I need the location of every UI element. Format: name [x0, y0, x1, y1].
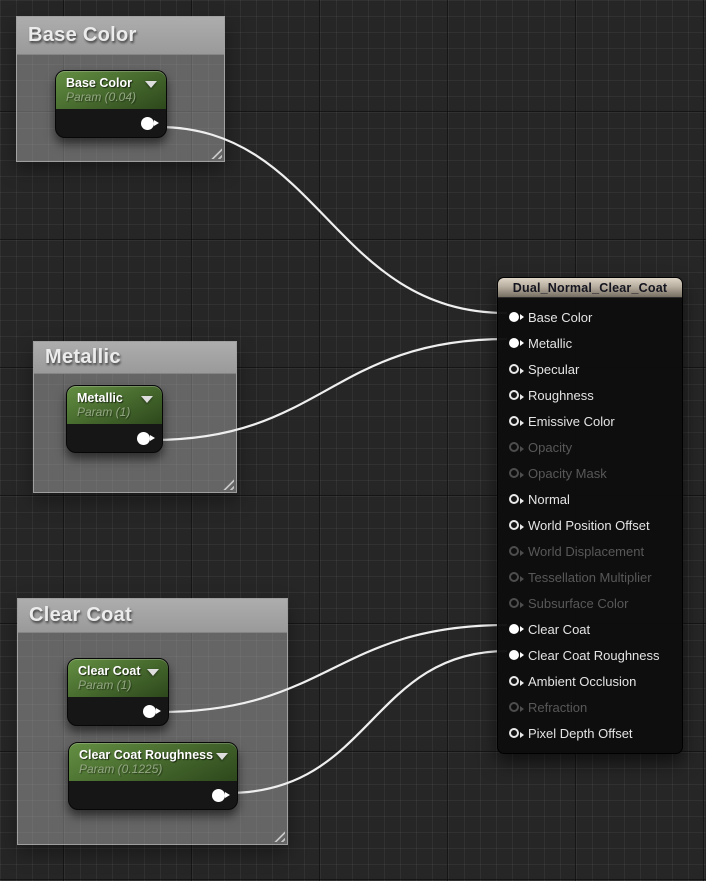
input-pin-label: Normal	[528, 491, 570, 507]
param-node-subtitle: Param (0.1225)	[79, 762, 163, 776]
input-pin-icon[interactable]	[509, 624, 524, 634]
input-pin-label: Clear Coat	[528, 621, 591, 637]
param-node-body	[69, 781, 237, 809]
param-node-subtitle: Param (1)	[77, 405, 131, 419]
input-pin-label: Opacity	[528, 439, 573, 455]
input-pin-icon[interactable]	[509, 650, 524, 660]
output-pin-icon[interactable]	[212, 789, 230, 802]
wire-clear-coat-roughness[interactable]	[227, 649, 508, 795]
input-pin-icon[interactable]	[509, 520, 524, 530]
material-input-world-position-offset[interactable]: World Position Offset	[498, 512, 682, 538]
param-node-metallic[interactable]: Metallic Param (1)	[66, 385, 163, 453]
input-pin-label: Subsurface Color	[528, 595, 629, 611]
param-node-title: Metallic	[77, 391, 123, 405]
material-input-opacity-mask[interactable]: Opacity Mask	[498, 460, 682, 486]
input-pin-label: Clear Coat Roughness	[528, 647, 660, 663]
material-input-emissive-color[interactable]: Emissive Color	[498, 408, 682, 434]
material-node-title: Dual_Normal_Clear_Coat	[512, 280, 668, 295]
comment-header[interactable]: Metallic	[34, 342, 236, 374]
input-pin-label: Tessellation Multiplier	[528, 569, 652, 585]
input-pin-icon[interactable]	[509, 728, 524, 738]
material-input-clear-coat-roughness[interactable]: Clear Coat Roughness	[498, 642, 682, 668]
material-input-subsurface-color[interactable]: Subsurface Color	[498, 590, 682, 616]
chevron-down-icon[interactable]	[145, 81, 157, 88]
material-result-node[interactable]: Dual_Normal_Clear_Coat Base Color Metall…	[497, 277, 683, 754]
input-pin-icon[interactable]	[509, 702, 524, 712]
input-pin-label: Specular	[528, 361, 580, 377]
param-node-header[interactable]: Clear Coat Param (1)	[68, 659, 168, 697]
input-pin-icon[interactable]	[509, 390, 524, 400]
material-input-opacity[interactable]: Opacity	[498, 434, 682, 460]
material-input-tessellation-multiplier[interactable]: Tessellation Multiplier	[498, 564, 682, 590]
input-pin-icon[interactable]	[509, 338, 524, 348]
wire-clear-coat[interactable]	[158, 623, 508, 714]
input-pin-icon[interactable]	[509, 442, 524, 452]
output-pin-icon[interactable]	[137, 432, 155, 445]
param-node-header[interactable]: Metallic Param (1)	[67, 386, 162, 424]
material-input-world-displacement[interactable]: World Displacement	[498, 538, 682, 564]
param-node-subtitle: Param (0.04)	[66, 90, 137, 104]
input-pin-icon[interactable]	[509, 312, 524, 322]
param-node-base-color[interactable]: Base Color Param (0.04)	[55, 70, 167, 138]
comment-title: Base Color	[28, 24, 137, 46]
material-node-pin-list: Base Color Metallic Specular Roughness E…	[498, 298, 682, 753]
input-pin-label: Ambient Occlusion	[528, 673, 637, 689]
resize-handle-icon[interactable]	[271, 828, 285, 842]
material-node-header[interactable]: Dual_Normal_Clear_Coat	[498, 278, 682, 298]
input-pin-label: Roughness	[528, 387, 594, 403]
wire-metallic[interactable]	[152, 337, 508, 442]
param-node-clear-coat[interactable]: Clear Coat Param (1)	[67, 658, 169, 726]
param-node-body	[67, 424, 162, 452]
input-pin-label: World Position Offset	[528, 517, 650, 533]
input-pin-icon[interactable]	[509, 494, 524, 504]
material-input-ambient-occlusion[interactable]: Ambient Occlusion	[498, 668, 682, 694]
input-pin-icon[interactable]	[509, 468, 524, 478]
material-input-refraction[interactable]: Refraction	[498, 694, 682, 720]
input-pin-icon[interactable]	[509, 598, 524, 608]
input-pin-icon[interactable]	[509, 364, 524, 374]
input-pin-label: Opacity Mask	[528, 465, 607, 481]
output-pin-icon[interactable]	[141, 117, 159, 130]
param-node-title: Clear Coat	[78, 664, 141, 678]
chevron-down-icon[interactable]	[147, 669, 159, 676]
comment-header[interactable]: Base Color	[17, 17, 224, 55]
input-pin-icon[interactable]	[509, 572, 524, 582]
param-node-body	[68, 697, 168, 725]
output-pin-icon[interactable]	[143, 705, 161, 718]
material-input-metallic[interactable]: Metallic	[498, 330, 682, 356]
material-input-clear-coat[interactable]: Clear Coat	[498, 616, 682, 642]
wire-base-color[interactable]	[157, 125, 508, 315]
input-pin-label: Pixel Depth Offset	[528, 725, 633, 741]
material-input-roughness[interactable]: Roughness	[498, 382, 682, 408]
chevron-down-icon[interactable]	[141, 396, 153, 403]
param-node-header[interactable]: Base Color Param (0.04)	[56, 71, 166, 109]
param-node-subtitle: Param (1)	[78, 678, 132, 692]
param-node-body	[56, 109, 166, 137]
material-input-normal[interactable]: Normal	[498, 486, 682, 512]
param-node-header[interactable]: Clear Coat Roughness Param (0.1225)	[69, 743, 237, 781]
input-pin-label: Refraction	[528, 699, 588, 715]
material-input-specular[interactable]: Specular	[498, 356, 682, 382]
comment-header[interactable]: Clear Coat	[18, 599, 287, 633]
input-pin-label: World Displacement	[528, 543, 645, 559]
material-input-base-color[interactable]: Base Color	[498, 304, 682, 330]
param-node-clear-coat-roughness[interactable]: Clear Coat Roughness Param (0.1225)	[68, 742, 238, 810]
input-pin-label: Base Color	[528, 309, 593, 325]
resize-handle-icon[interactable]	[208, 145, 222, 159]
comment-title: Metallic	[45, 346, 121, 368]
param-node-title: Base Color	[66, 76, 132, 90]
input-pin-icon[interactable]	[509, 416, 524, 426]
input-pin-icon[interactable]	[509, 676, 524, 686]
input-pin-label: Emissive Color	[528, 413, 615, 429]
param-node-title: Clear Coat Roughness	[79, 748, 214, 762]
comment-title: Clear Coat	[29, 604, 133, 626]
input-pin-icon[interactable]	[509, 546, 524, 556]
chevron-down-icon[interactable]	[216, 753, 228, 760]
resize-handle-icon[interactable]	[220, 476, 234, 490]
input-pin-label: Metallic	[528, 335, 573, 351]
material-input-pixel-depth-offset[interactable]: Pixel Depth Offset	[498, 720, 682, 746]
